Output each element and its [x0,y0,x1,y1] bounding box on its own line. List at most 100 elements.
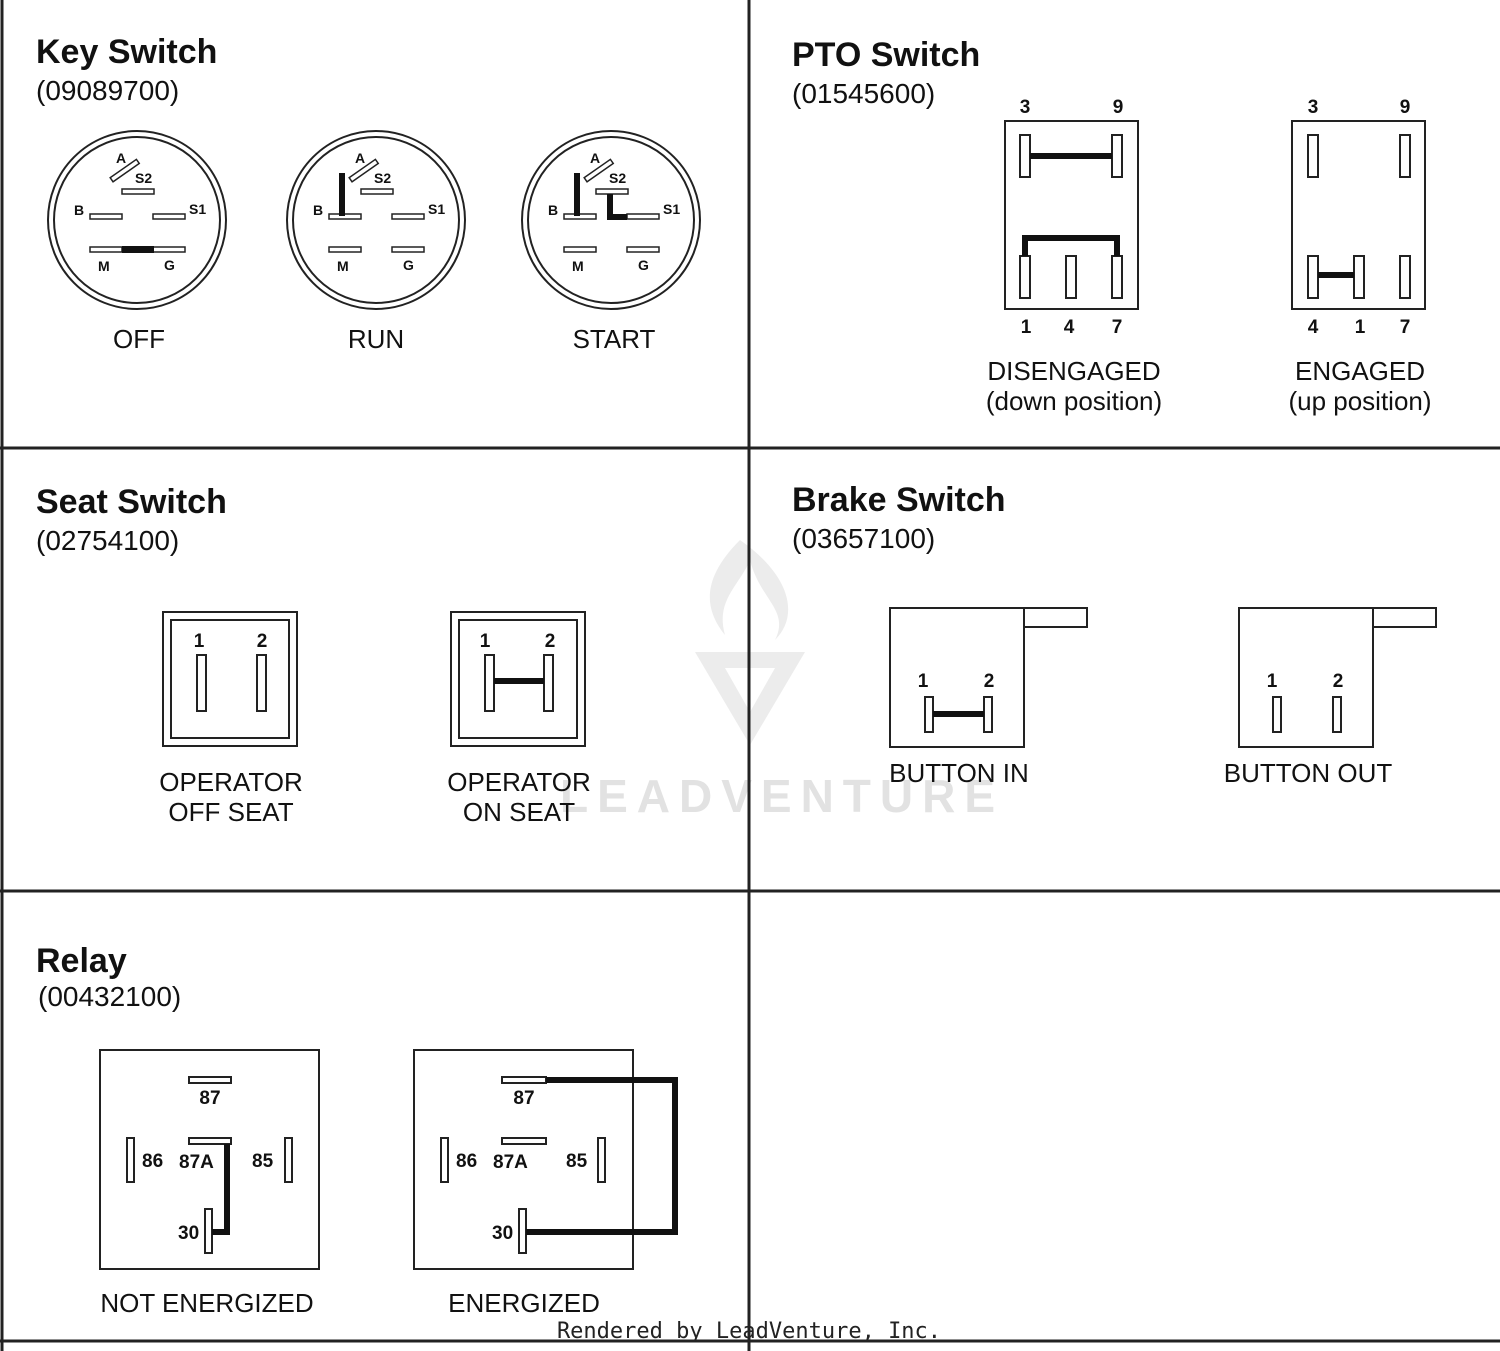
label-a: A [116,150,126,166]
pto-disengaged-sublabel: (down position) [986,386,1162,416]
key-switch-panel: Key Switch (09089700) A S2 B S1 M G OFF [36,33,701,354]
label-30: 30 [178,1223,199,1244]
terminal-a [109,158,141,183]
pin-1 [196,654,207,712]
pin-3 [1307,134,1319,178]
label-g: G [638,257,649,273]
terminal-s2 [595,188,629,195]
label-s2: S2 [135,170,152,186]
brake-button-out-diagram: 1 2 [1238,607,1437,748]
label-pin-2: 2 [257,631,268,652]
footer-credit: Rendered by LeadVenture, Inc. [557,1319,941,1344]
terminal-g [626,246,660,253]
pto-disengaged-diagram: 3 9 1 4 7 [1004,97,1139,338]
terminal-87 [188,1076,232,1084]
pin-9 [1399,134,1411,178]
relay-panel: Relay (00432100) 87 86 87A 85 30 NOT ENE… [36,942,678,1318]
terminal-a [583,158,615,183]
watermark: LEADVENTURE [560,540,995,822]
plunger [1372,607,1437,628]
pto-engaged-diagram: 3 9 4 1 7 [1291,97,1426,338]
label-g: G [403,257,414,273]
label-87: 87 [513,1088,534,1109]
label-87: 87 [199,1088,220,1109]
position-start-label: START [573,324,656,354]
seat-off-sublabel: OFF SEAT [168,797,293,827]
terminal-m [89,246,123,253]
label-g: G [164,257,175,273]
connection-wire-87a-30 [212,1144,230,1235]
key-switch-title: Key Switch [36,33,217,71]
brake-button-out-label: BUTTON OUT [1224,758,1393,788]
terminal-86 [126,1137,135,1183]
pin-7 [1399,255,1411,299]
label-pin-2: 2 [1333,671,1344,692]
brake-switch-panel: Brake Switch (03657100) 1 2 BUTTON IN 1 … [792,481,1437,788]
label-30: 30 [492,1223,513,1244]
label-pin-3: 3 [1020,97,1031,118]
brake-button-in-diagram: 1 2 [889,607,1088,748]
label-m: M [98,258,110,274]
terminal-s2 [360,188,394,195]
pin-2 [1332,696,1342,733]
label-s2: S2 [609,170,626,186]
label-m: M [572,258,584,274]
relay-not-energized-label: NOT ENERGIZED [100,1288,313,1318]
connection-wire-87-30 [526,1077,678,1235]
seat-off-diagram: 1 2 [162,611,298,747]
terminal-30 [204,1208,213,1254]
label-b: B [313,202,323,218]
terminal-s2 [121,188,155,195]
pto-disengaged-label: DISENGAGED [987,356,1160,386]
brake-switch-part-number: (03657100) [792,523,935,554]
label-s1: S1 [663,201,680,217]
label-b: B [74,202,84,218]
terminal-87 [501,1076,547,1084]
connection-bar-s2-s1 [607,194,627,220]
label-pin-1: 1 [1267,671,1278,692]
pin-7 [1111,255,1123,299]
label-86: 86 [456,1151,477,1172]
pin-1 [1353,255,1365,299]
label-s1: S1 [189,201,206,217]
terminal-m [328,246,362,253]
terminal-s1 [152,213,186,220]
label-pin-4: 4 [1308,317,1319,338]
pin-1 [924,696,934,733]
label-pin-2: 2 [984,671,995,692]
pin-1 [484,654,495,712]
label-85: 85 [566,1151,588,1172]
flame-logo-icon [709,540,789,640]
label-pin-1: 1 [1021,317,1032,338]
label-b: B [548,202,558,218]
pto-switch-panel: PTO Switch (01545600) 3 9 1 4 7 DISENGAG… [792,36,1432,416]
label-s2: S2 [374,170,391,186]
label-pin-7: 7 [1400,317,1411,338]
label-s1: S1 [428,201,445,217]
label-85: 85 [252,1151,274,1172]
pin-1 [1272,696,1282,733]
brake-button-in-label: BUTTON IN [889,758,1029,788]
position-off-label: OFF [113,324,165,354]
pin-2 [543,654,554,712]
terminal-m [563,246,597,253]
seat-switch-panel: Seat Switch (02754100) 1 2 OPERATOR OFF … [36,483,591,827]
pin-4 [1065,255,1077,299]
label-pin-1: 1 [194,631,205,652]
seat-switch-part-number: (02754100) [36,525,179,556]
label-87a: 87A [179,1152,214,1173]
terminal-85 [284,1137,293,1183]
key-switch-part-number: (09089700) [36,75,179,106]
label-pin-2: 2 [545,631,556,652]
relay-title: Relay [36,942,127,980]
label-pin-3: 3 [1308,97,1319,118]
terminal-g [152,246,186,253]
label-pin-9: 9 [1113,97,1124,118]
position-run-label: RUN [348,324,404,354]
relay-not-energized-diagram: 87 86 87A 85 30 [99,1049,320,1270]
terminal-g [391,246,425,253]
pin-3 [1019,134,1031,178]
pin-9 [1111,134,1123,178]
label-a: A [590,150,600,166]
